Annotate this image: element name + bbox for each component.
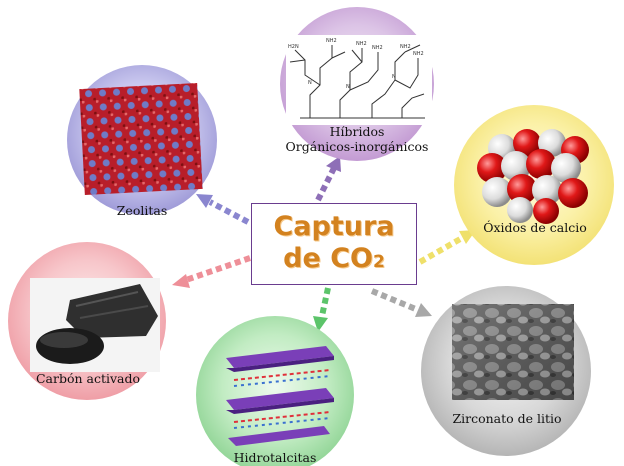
arrow-to-hibridos xyxy=(315,156,341,202)
center-title-co: de CO xyxy=(283,242,373,274)
zeolite-structure-image xyxy=(79,82,203,196)
arrow-to-hidrotalcitas xyxy=(313,287,331,332)
center-title-box: Captura de CO2 xyxy=(251,203,417,285)
svg-text:NH2: NH2 xyxy=(400,44,411,50)
svg-text:NH2: NH2 xyxy=(372,45,383,51)
arrow-to-zeolitas xyxy=(196,194,250,225)
svg-text:H2N: H2N xyxy=(288,44,299,50)
arrow-to-carbon xyxy=(172,255,251,288)
polymer-structure-icon xyxy=(289,44,425,119)
svg-text:NH2: NH2 xyxy=(356,41,367,47)
node-zeolitas xyxy=(67,65,217,215)
svg-text:N: N xyxy=(392,74,396,80)
layered-double-hydroxide-image xyxy=(226,346,334,446)
svg-text:NH2: NH2 xyxy=(326,38,337,44)
label-hibridos-line1: Híbridos xyxy=(329,124,385,139)
label-hibridos-line2: Orgánicos-inorgánicos xyxy=(285,139,429,154)
label-carbon: Carbón activado xyxy=(35,371,141,386)
label-oxidos: Óxidos de calcio xyxy=(483,220,587,235)
node-hidrotalcitas xyxy=(196,316,354,466)
node-circle xyxy=(196,316,354,466)
carbon-pieces-icon xyxy=(36,284,158,364)
calcium-oxide-lattice-image xyxy=(477,129,589,224)
node-oxidos xyxy=(454,105,614,265)
center-title-line1: Captura xyxy=(273,210,395,242)
label-hidrotalcitas: Hidrotalcitas xyxy=(233,450,317,465)
label-hibridos: Híbridos Orgánicos-inorgánicos xyxy=(257,124,457,154)
label-zeolitas: Zeolitas xyxy=(116,203,168,218)
svg-text:N: N xyxy=(308,80,312,86)
arrow-to-zirconato xyxy=(370,288,432,317)
svg-text:NH2: NH2 xyxy=(413,51,424,57)
center-title-subscript: 2 xyxy=(372,251,385,272)
label-zirconato: Zirconato de litio xyxy=(452,411,562,426)
center-title-line2: de CO2 xyxy=(283,243,385,278)
node-carbon xyxy=(8,242,166,400)
node-zirconato xyxy=(421,286,591,456)
svg-text:N: N xyxy=(346,84,350,90)
